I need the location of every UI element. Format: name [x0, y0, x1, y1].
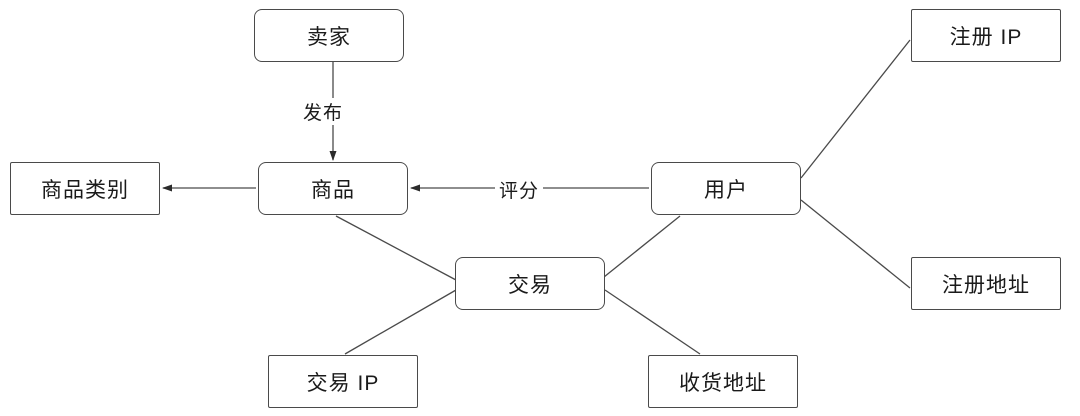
node-transaction[interactable]: 交易	[455, 257, 605, 310]
node-register-address[interactable]: 注册地址	[911, 257, 1061, 310]
node-delivery-address[interactable]: 收货地址	[648, 355, 798, 408]
edge-user-register-ip	[800, 39, 911, 179]
node-transaction-ip-label: 交易 IP	[306, 371, 380, 395]
node-transaction-ip[interactable]: 交易 IP	[268, 355, 418, 408]
node-register-ip[interactable]: 注册 IP	[911, 9, 1061, 62]
node-seller-label: 卖家	[307, 25, 351, 49]
node-seller[interactable]: 卖家	[254, 9, 404, 62]
edge-label-publish-text: 发布	[303, 103, 344, 124]
node-product-label: 商品	[311, 178, 355, 202]
edge-user-register-address	[800, 199, 911, 289]
node-user-label: 用户	[704, 178, 748, 202]
edge-transaction-transaction-ip	[344, 289, 457, 355]
node-register-ip-label: 注册 IP	[949, 25, 1023, 49]
edge-label-rating: 评分	[495, 176, 544, 203]
edge-label-rating-text: 评分	[499, 181, 540, 202]
edge-transaction-delivery-address	[604, 289, 701, 355]
node-user[interactable]: 用户	[651, 162, 801, 215]
node-product-category-label: 商品类别	[41, 178, 129, 202]
edge-user-transaction	[603, 215, 681, 278]
node-register-address-label: 注册地址	[942, 273, 1030, 297]
node-product-category[interactable]: 商品类别	[10, 162, 160, 215]
node-transaction-label: 交易	[508, 273, 552, 297]
node-product[interactable]: 商品	[258, 162, 408, 215]
edge-label-publish: 发布	[299, 98, 348, 125]
node-delivery-address-label: 收货地址	[679, 371, 767, 395]
edge-product-transaction	[335, 215, 457, 281]
